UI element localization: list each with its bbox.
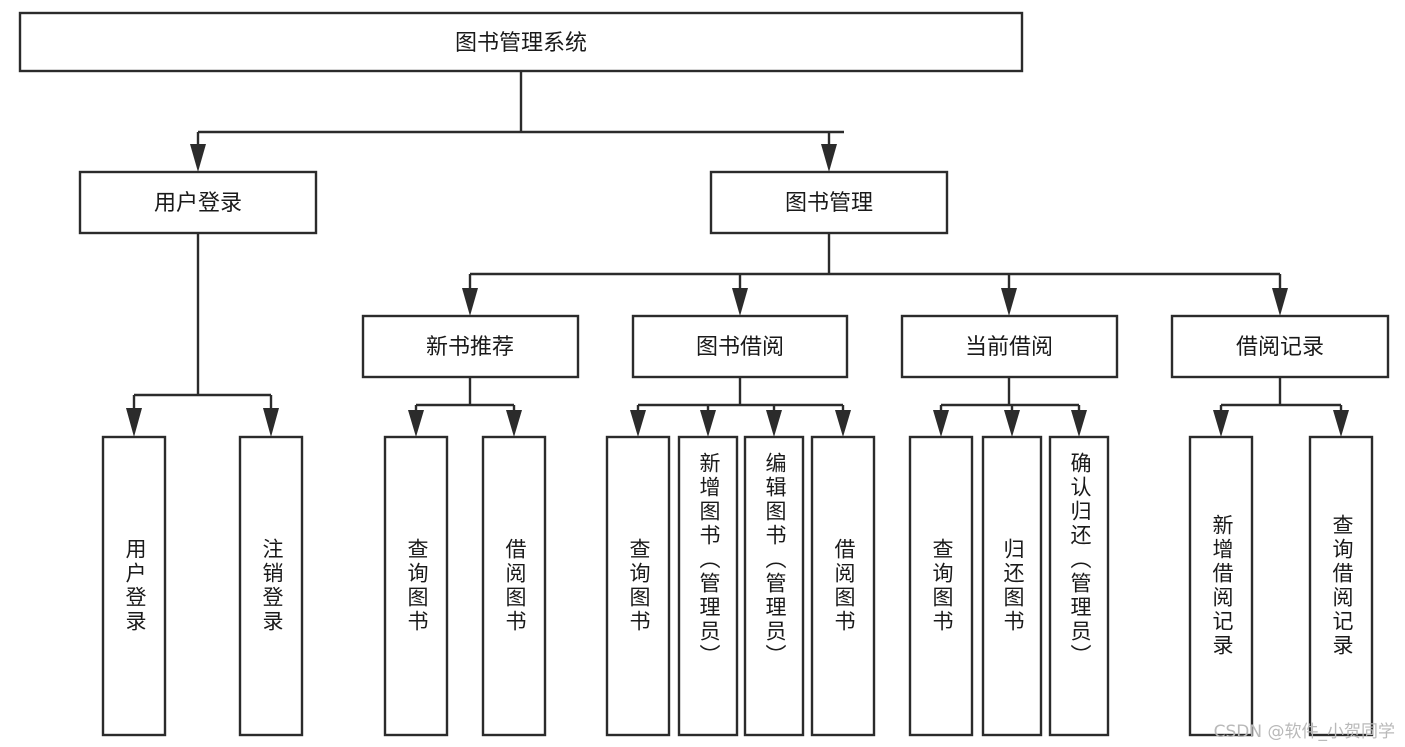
node-leaf-return-book-label: 归还图书	[1001, 538, 1025, 634]
node-borrow-record-box[interactable]	[1170, 314, 1390, 379]
arrow-head-icon	[821, 144, 837, 172]
node-leaf-confirm-return-box[interactable]	[1048, 435, 1110, 737]
connector-user-login-to-leaves	[126, 233, 279, 437]
node-leaf-return-book[interactable]: 归还图书	[981, 435, 1043, 737]
node-leaf-edit-book-label: 编辑图书（管理员）	[763, 452, 787, 668]
node-leaf-logout-box[interactable]	[238, 435, 304, 737]
arrow-head-icon	[1272, 288, 1288, 316]
node-leaf-borrow-book-1[interactable]: 借阅图书	[481, 435, 547, 737]
node-leaf-borrow-book-2-label: 借阅图书	[832, 538, 856, 634]
node-leaf-borrow-book-1-label: 借阅图书	[503, 538, 527, 634]
connector-path	[636, 377, 845, 414]
arrow-head-icon	[766, 410, 782, 437]
node-leaf-logout-label: 注销登录	[260, 538, 284, 634]
node-leaf-query-book-1[interactable]: 查询图书	[383, 435, 449, 737]
node-leaf-edit-book-box[interactable]	[743, 435, 805, 737]
node-leaf-query-book-3-label: 查询图书	[930, 538, 954, 634]
node-leaf-query-book-3[interactable]: 查询图书	[908, 435, 974, 737]
node-borrow-record[interactable]: 借阅记录	[1170, 314, 1390, 379]
arrow-head-icon	[506, 410, 522, 437]
node-book-borrow-box[interactable]	[631, 314, 849, 379]
node-leaf-query-record-box[interactable]	[1308, 435, 1374, 737]
node-book-borrow[interactable]: 图书借阅	[631, 314, 849, 379]
node-leaf-add-record-label: 新增借阅记录	[1210, 514, 1234, 658]
arrow-head-icon	[1004, 410, 1020, 437]
node-user-login[interactable]: 用户登录	[78, 170, 318, 235]
arrow-head-icon	[1001, 288, 1017, 316]
connector-path	[939, 377, 1081, 414]
node-leaf-query-book-3-box[interactable]	[908, 435, 974, 737]
arrow-head-icon	[126, 408, 142, 437]
arrow-head-icon	[1333, 410, 1349, 437]
connector-path	[1219, 377, 1343, 414]
node-new-book-rec-box[interactable]	[361, 314, 580, 379]
node-user-login-box[interactable]	[78, 170, 318, 235]
node-root-box[interactable]	[18, 11, 1024, 73]
arrow-head-icon	[630, 410, 646, 437]
node-leaf-query-book-1-box[interactable]	[383, 435, 449, 737]
node-leaf-logout[interactable]: 注销登录	[238, 435, 304, 737]
node-borrow-record-label: 借阅记录	[1236, 335, 1324, 360]
node-leaf-edit-book[interactable]: 编辑图书（管理员）	[743, 435, 805, 737]
arrow-head-icon	[1071, 410, 1087, 437]
node-book-mgmt[interactable]: 图书管理	[709, 170, 949, 235]
node-leaf-user-login-label: 用户登录	[123, 538, 147, 634]
node-leaf-add-record[interactable]: 新增借阅记录	[1188, 435, 1254, 737]
arrow-head-icon	[263, 408, 279, 437]
node-root-label: 图书管理系统	[455, 31, 587, 56]
node-leaf-return-book-box[interactable]	[981, 435, 1043, 737]
node-leaf-add-record-box[interactable]	[1188, 435, 1254, 737]
node-leaf-query-book-2-label: 查询图书	[627, 538, 651, 634]
node-current-borrow-label: 当前借阅	[965, 335, 1053, 360]
arrow-head-icon	[700, 410, 716, 437]
node-user-login-label: 用户登录	[154, 191, 242, 216]
node-leaf-query-book-1-label: 查询图书	[405, 538, 429, 634]
node-book-borrow-label: 图书借阅	[696, 335, 784, 360]
node-leaf-query-book-2[interactable]: 查询图书	[605, 435, 671, 737]
node-root[interactable]: 图书管理系统	[18, 11, 1024, 73]
arrow-head-icon	[408, 410, 424, 437]
arrow-head-icon	[1213, 410, 1229, 437]
arrow-head-icon	[732, 288, 748, 316]
connector-root-to-level2	[190, 71, 844, 172]
arrow-head-icon	[190, 144, 206, 172]
connector-path	[468, 233, 1282, 300]
node-leaf-borrow-book-2[interactable]: 借阅图书	[810, 435, 876, 737]
connector-layer	[126, 71, 1349, 437]
connector-path	[132, 233, 273, 412]
arrow-head-icon	[933, 410, 949, 437]
node-current-borrow[interactable]: 当前借阅	[900, 314, 1119, 379]
connector-book-borrow-to-leaves	[630, 377, 851, 437]
node-leaf-add-book[interactable]: 新增图书（管理员）	[677, 435, 739, 737]
node-leaf-query-record-label: 查询借阅记录	[1330, 514, 1354, 658]
node-leaf-user-login[interactable]: 用户登录	[101, 435, 167, 737]
node-leaf-query-book-2-box[interactable]	[605, 435, 671, 737]
node-leaf-query-record[interactable]: 查询借阅记录	[1308, 435, 1374, 737]
node-leaf-borrow-book-1-box[interactable]	[481, 435, 547, 737]
connector-path	[414, 377, 516, 414]
connector-current-borrow-to-leaves	[933, 377, 1087, 437]
connector-path	[196, 71, 844, 158]
node-leaf-borrow-book-2-box[interactable]	[810, 435, 876, 737]
connector-book-mgmt-to-level3	[462, 233, 1288, 316]
node-leaf-add-book-box[interactable]	[677, 435, 739, 737]
node-leaf-confirm-return[interactable]: 确认归还（管理员）	[1048, 435, 1110, 737]
node-new-book-rec-label: 新书推荐	[426, 335, 514, 360]
node-new-book-rec[interactable]: 新书推荐	[361, 314, 580, 379]
node-current-borrow-box[interactable]	[900, 314, 1119, 379]
arrow-head-icon	[462, 288, 478, 316]
node-book-mgmt-box[interactable]	[709, 170, 949, 235]
connector-borrow-record-to-leaves	[1213, 377, 1349, 437]
connector-new-book-rec-to-leaves	[408, 377, 522, 437]
arrow-head-icon	[835, 410, 851, 437]
node-leaf-user-login-box[interactable]	[101, 435, 167, 737]
node-book-mgmt-label: 图书管理	[785, 191, 873, 216]
node-leaf-add-book-label: 新增图书（管理员）	[697, 452, 721, 668]
node-leaf-confirm-return-label: 确认归还（管理员）	[1068, 452, 1092, 668]
